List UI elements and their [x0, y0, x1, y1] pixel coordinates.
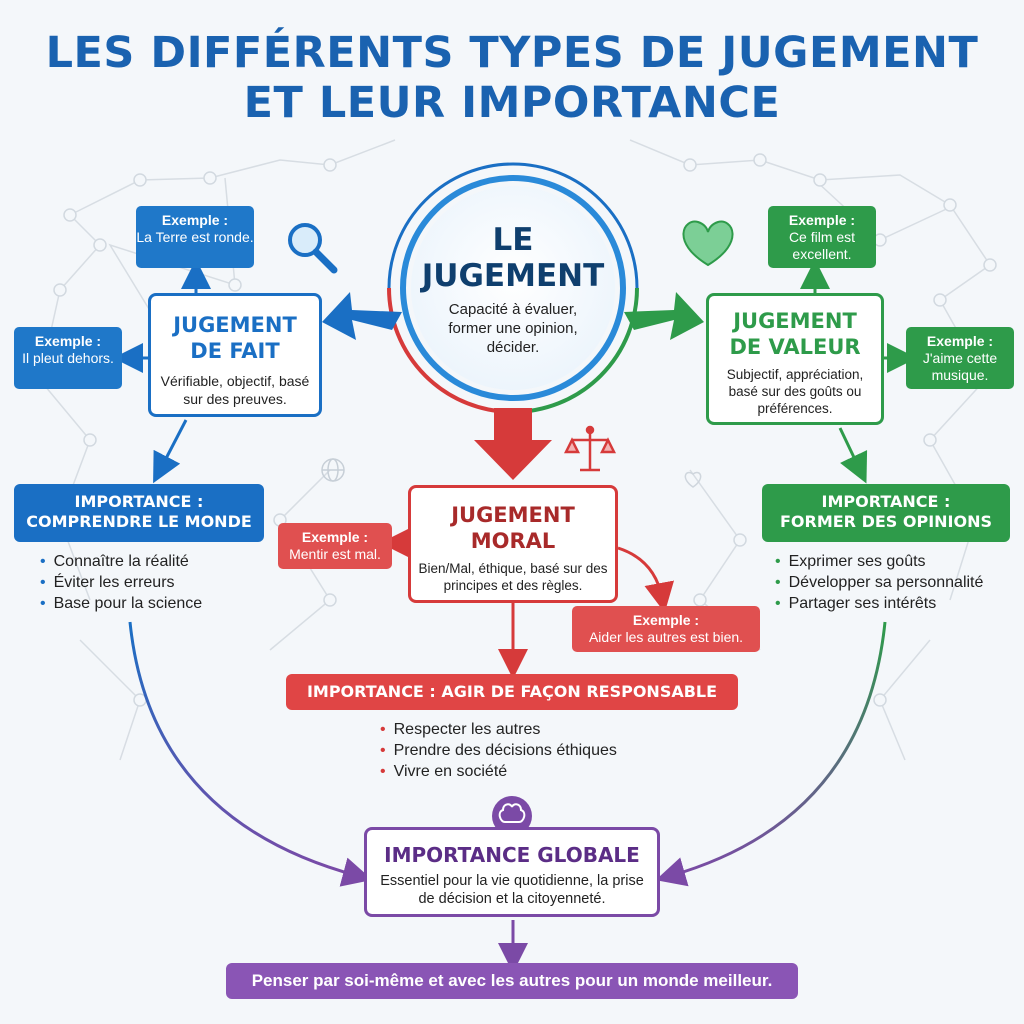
fait-example-1-label: Exemple :: [161, 212, 229, 228]
fait-title-line-1: JUGEMENT: [173, 313, 297, 337]
center-description: Capacité à évaluer, former une opinion, …: [448, 301, 578, 356]
list-item: Vivre en société: [380, 761, 617, 782]
moral-box: JUGEMENT MORAL Bien/Mal, éthique, basé s…: [408, 485, 618, 603]
list-item: Connaître la réalité: [40, 551, 202, 572]
valeur-description: Subjectif, appréciation, basé sur des go…: [726, 367, 864, 416]
global-box: IMPORTANCE GLOBALE Essentiel pour la vie…: [364, 827, 660, 917]
magnifier-icon: [288, 223, 338, 274]
list-item: Base pour la science: [40, 593, 203, 614]
fait-importance-line-2: COMPRENDRE LE MONDE: [26, 512, 252, 531]
footer-banner: Penser par soi-même et avec les autres p…: [226, 963, 798, 999]
fait-box: JUGEMENT DE FAIT Vérifiable, objectif, b…: [148, 293, 322, 417]
fait-example-1: Exemple : La Terre est ronde.: [136, 206, 254, 268]
moral-description: Bien/Mal, éthique, basé sur des principe…: [418, 561, 608, 593]
center-circle: LE JUGEMENT Capacité à évaluer, former u…: [411, 186, 615, 390]
valeur-importance-line-2: FORMER DES OPINIONS: [779, 512, 993, 531]
background-network-nodes: [53, 153, 997, 707]
globe-icon: [321, 458, 345, 482]
moral-points: Respecter les autres Prendre des décisio…: [380, 719, 617, 782]
scales-icon: [563, 425, 617, 472]
valeur-example-2-text: J'aime cette musique.: [922, 350, 998, 383]
valeur-title-line-1: JUGEMENT: [733, 309, 857, 333]
valeur-importance-band: IMPORTANCE : FORMER DES OPINIONS: [762, 484, 1010, 542]
list-item: Exprimer ses goûts: [775, 551, 983, 572]
global-title: IMPORTANCE GLOBALE: [384, 843, 640, 867]
fait-example-1-text: La Terre est ronde.: [136, 229, 254, 245]
moral-importance-band: IMPORTANCE : AGIR DE FAÇON RESPONSABLE: [286, 674, 738, 710]
moral-example-2-text: Aider les autres est bien.: [588, 629, 744, 645]
valeur-example-2: Exemple : J'aime cette musique.: [906, 327, 1014, 389]
moral-title-line-2: MORAL: [470, 529, 556, 553]
list-item: Éviter les erreurs: [40, 572, 202, 593]
valeur-example-1-label: Exemple :: [788, 212, 856, 228]
moral-example-1: Exemple : Mentir est mal.: [278, 523, 392, 569]
center-title-line-1: LE: [492, 222, 534, 258]
valeur-importance-line-1: IMPORTANCE :: [821, 492, 951, 511]
valeur-example-2-label: Exemple :: [926, 333, 994, 349]
page-title-line-1: LES DIFFÉRENTS TYPES DE JUGEMENT: [45, 28, 979, 78]
arrow-to-valeur: [624, 292, 704, 340]
fait-description: Vérifiable, objectif, basé sur des preuv…: [160, 373, 310, 407]
fait-importance-band: IMPORTANCE : COMPRENDRE LE MONDE: [14, 484, 264, 542]
list-item: Partager ses intérêts: [775, 593, 983, 614]
valeur-example-1-text: Ce film est excellent.: [788, 229, 856, 262]
moral-example-2-label: Exemple :: [632, 612, 700, 628]
arrow-to-fait: [322, 292, 402, 340]
valeur-example-1: Exemple : Ce film est excellent.: [768, 206, 876, 268]
fait-example-2-label: Exemple :: [34, 333, 102, 349]
valeur-title-line-2: DE VALEUR: [729, 335, 861, 359]
small-heart-outline: [684, 471, 702, 488]
fait-example-2: Exemple : Il pleut dehors.: [14, 327, 122, 389]
fait-example-2-text: Il pleut dehors.: [22, 350, 114, 366]
valeur-points: Exprimer ses goûts Développer sa personn…: [775, 551, 984, 614]
center-title-line-2: JUGEMENT: [421, 258, 605, 294]
moral-title-line-1: JUGEMENT: [451, 503, 575, 527]
list-item: Respecter les autres: [380, 719, 617, 740]
brain-icon: [492, 796, 532, 836]
moral-example-2: Exemple : Aider les autres est bien.: [572, 606, 760, 652]
valeur-box: JUGEMENT DE VALEUR Subjectif, appréciati…: [706, 293, 884, 425]
page-title-line-2: ET LEUR IMPORTANCE: [243, 78, 781, 128]
fait-importance-line-1: IMPORTANCE :: [74, 492, 204, 511]
moral-example-1-text: Mentir est mal.: [289, 546, 381, 562]
global-description: Essentiel pour la vie quotidienne, la pr…: [380, 873, 644, 907]
list-item: Prendre des décisions éthiques: [380, 740, 617, 761]
heart-icon: [682, 220, 734, 267]
fait-title-line-2: DE FAIT: [190, 339, 280, 363]
moral-example-1-label: Exemple :: [301, 529, 369, 545]
arrow-to-moral: [474, 408, 552, 480]
fait-points: Connaître la réalité Éviter les erreurs …: [40, 551, 203, 614]
list-item: Développer sa personnalité: [775, 572, 984, 593]
